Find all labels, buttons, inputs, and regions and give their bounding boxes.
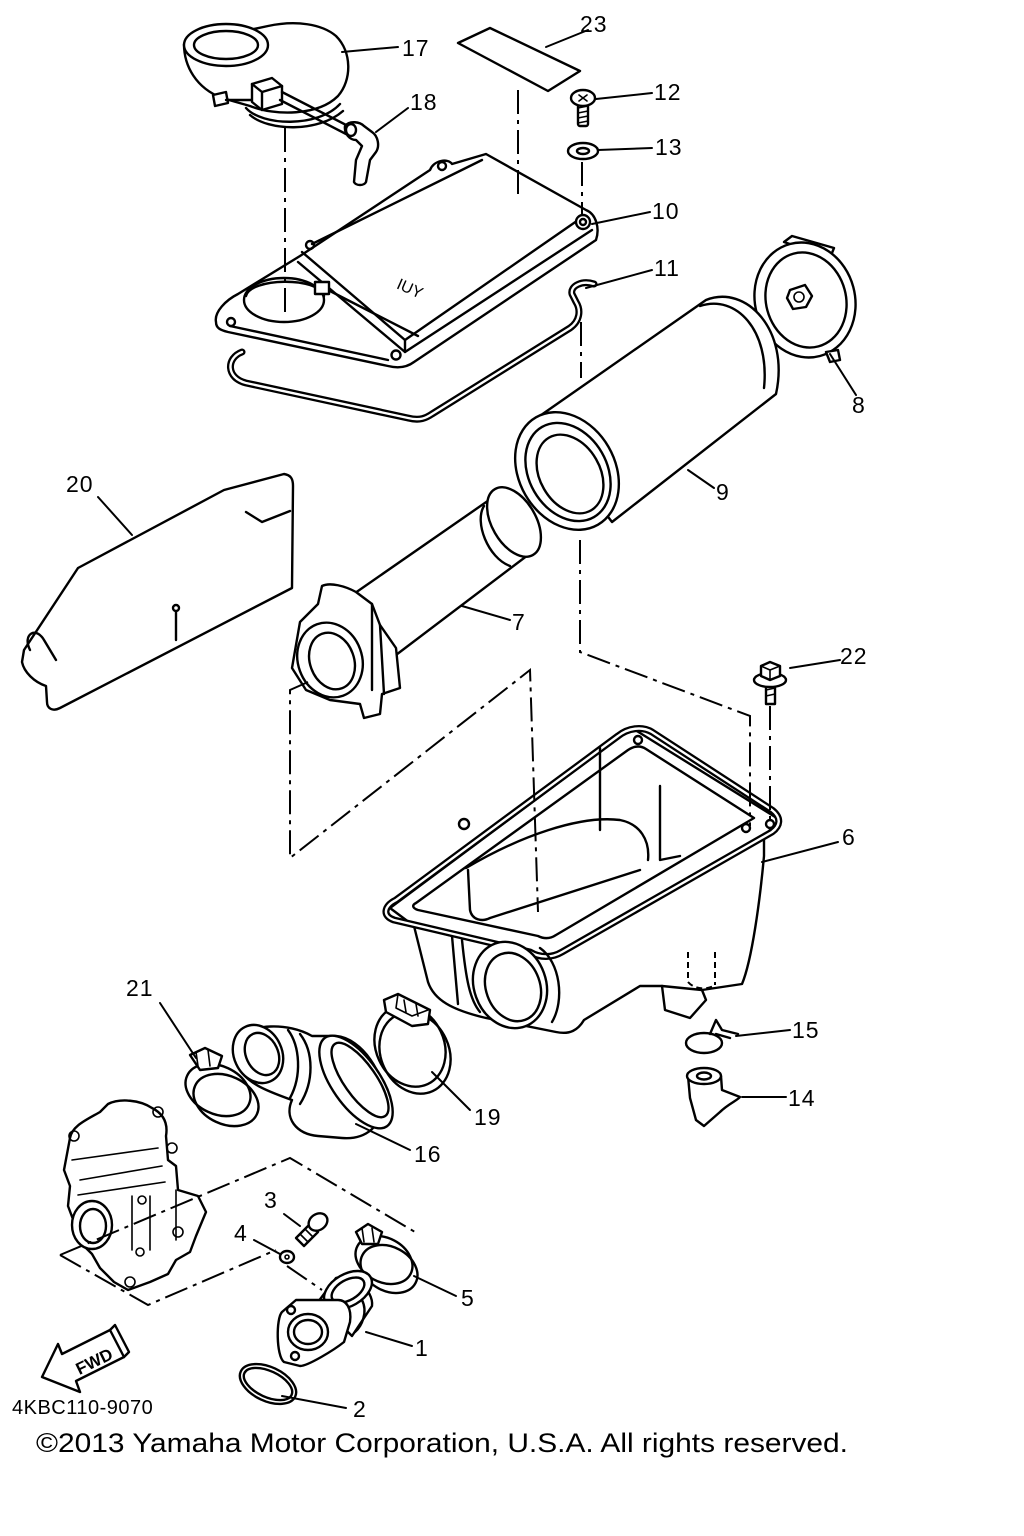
- callout-19: 19: [474, 1104, 502, 1130]
- engine-outline: [62, 1099, 208, 1292]
- callout-23: 23: [580, 11, 608, 37]
- part-21-clamp: [184, 1046, 260, 1128]
- part-13-washer: [566, 141, 600, 161]
- callout-16: 16: [414, 1141, 442, 1167]
- part-11-gasket: [227, 279, 598, 423]
- part-3-screw: [294, 1212, 329, 1248]
- part-5-clamp: [354, 1222, 419, 1295]
- forward-arrow-icon: FWD: [40, 1323, 131, 1394]
- part-1-carburetor-joint: [276, 1269, 374, 1368]
- callout-10: 10: [652, 198, 680, 224]
- part-20-plate: [20, 472, 295, 711]
- part-18-elbow-connector: [343, 121, 380, 187]
- callout-12: 12: [654, 79, 682, 105]
- alignment-lines: [59, 90, 771, 1307]
- callout-20: 20: [66, 471, 94, 497]
- part-12-screw: [569, 88, 597, 128]
- leader-lines: [97, 29, 857, 1409]
- part-4-washer: [278, 1249, 296, 1265]
- callout-14: 14: [788, 1085, 816, 1111]
- drawing-code: 4KBC110-9070: [12, 1397, 153, 1419]
- callout-9: 9: [716, 479, 730, 505]
- part-8-end-cap: [753, 234, 857, 364]
- part-7-filter-guide: [290, 486, 543, 720]
- callout-2: 2: [353, 1396, 367, 1422]
- callout-6: 6: [842, 824, 856, 850]
- part-14-drain-tube: [685, 1066, 742, 1128]
- part-6-air-box-case: [382, 725, 783, 1034]
- copyright-notice: ©2013 Yamaha Motor Corporation, U.S.A. A…: [36, 1428, 848, 1458]
- callout-8: 8: [852, 392, 866, 418]
- callout-11: 11: [654, 255, 680, 281]
- callout-labels: 23 17 18 12 13 10 11 8 9 20 7 22 6 21 15…: [66, 11, 868, 1422]
- part-22-bolt: [752, 660, 788, 706]
- callout-22: 22: [840, 643, 868, 669]
- callout-21: 21: [126, 975, 154, 1001]
- part-16-joint: [231, 1023, 394, 1140]
- callout-17: 17: [402, 35, 430, 61]
- part-23-label: [456, 26, 582, 93]
- part-17-intake-cap: [182, 22, 352, 136]
- part-10-air-box-cover: IUY: [214, 152, 599, 369]
- callout-13: 13: [655, 134, 683, 160]
- callout-4: 4: [234, 1220, 248, 1246]
- callout-15: 15: [792, 1017, 820, 1043]
- callout-1: 1: [415, 1335, 429, 1361]
- part-19-clamp: [373, 992, 452, 1095]
- callout-5: 5: [461, 1285, 475, 1311]
- callout-18: 18: [410, 89, 438, 115]
- part-9-air-filter: [513, 295, 780, 532]
- callout-7: 7: [512, 609, 526, 635]
- callout-3: 3: [264, 1187, 278, 1213]
- part-15-clip: [684, 1018, 740, 1055]
- part-2-o-ring: [238, 1362, 298, 1406]
